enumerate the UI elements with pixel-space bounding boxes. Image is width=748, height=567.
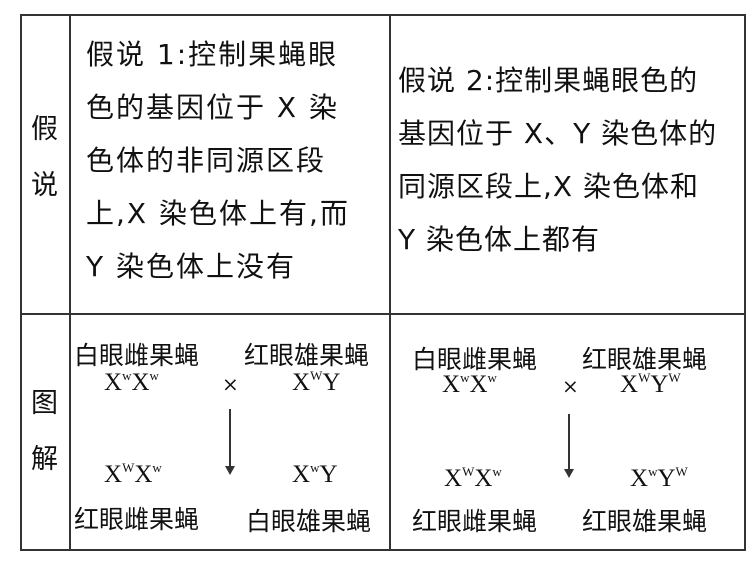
text-line: 色体的非同源区段 bbox=[86, 144, 327, 177]
diagram-1: 白眼雌果蝇 红眼雄果蝇 XwXw × XWY XWXw XwY 红眼雌果蝇 白眼… bbox=[70, 314, 389, 549]
parent-male-genotype: XWY bbox=[292, 368, 341, 396]
down-arrow-icon bbox=[226, 409, 234, 475]
offspring-female-label: 红眼雌果蝇 bbox=[74, 505, 200, 534]
text-line: 同源区段上,X 染色体和 bbox=[398, 170, 699, 203]
border-bottom bbox=[20, 549, 746, 551]
divider-header-col bbox=[69, 14, 71, 550]
border-right bbox=[744, 14, 746, 550]
row-header-char: 图 bbox=[31, 388, 58, 419]
divider-mid-col bbox=[389, 14, 391, 550]
offspring-male-genotype: XwY bbox=[292, 460, 338, 488]
hypothesis-table: 假 说 假说 1:控制果蝇眼 色的基因位于 X 染 色体的非同源区段 上,X 染… bbox=[20, 14, 746, 551]
parent-male-label: 红眼雄果蝇 bbox=[582, 345, 708, 374]
cross-symbol: × bbox=[222, 372, 239, 396]
row-header-diagram: 图 解 bbox=[20, 376, 69, 488]
text-line: 上,X 染色体上有,而 bbox=[86, 197, 350, 230]
row-header-char: 说 bbox=[31, 170, 58, 201]
cross-symbol: × bbox=[562, 374, 579, 398]
text-line: 假说 1:控制果蝇眼 bbox=[86, 38, 339, 71]
parent-female-label: 白眼雌果蝇 bbox=[412, 345, 538, 374]
border-left bbox=[20, 14, 22, 550]
offspring-male-genotype: XwYW bbox=[630, 464, 688, 492]
text-line: 假说 2:控制果蝇眼色的 bbox=[398, 64, 699, 97]
hypothesis-2-text: 假说 2:控制果蝇眼色的 基因位于 X、Y 染色体的 同源区段上,X 染色体和 … bbox=[398, 54, 744, 266]
offspring-female-genotype: XWXw bbox=[444, 464, 502, 492]
row-header-char: 解 bbox=[31, 444, 58, 475]
text-line: Y 染色体上都有 bbox=[398, 223, 601, 256]
offspring-male-label: 白眼雄果蝇 bbox=[246, 507, 372, 536]
offspring-male-label: 红眼雄果蝇 bbox=[582, 507, 708, 536]
row-header-hypothesis: 假 说 bbox=[20, 102, 69, 214]
text-line: 基因位于 X、Y 染色体的 bbox=[398, 117, 718, 150]
divider-row bbox=[20, 313, 746, 315]
text-line: Y 染色体上没有 bbox=[86, 250, 297, 283]
text-line: 色的基因位于 X 染 bbox=[86, 91, 339, 124]
diagram-2: 白眼雌果蝇 红眼雄果蝇 XwXw × XWYW XWXw XwYW 红眼雌果蝇 … bbox=[390, 314, 744, 549]
parent-female-label: 白眼雌果蝇 bbox=[74, 341, 200, 370]
parent-female-genotype: XwXw bbox=[104, 368, 159, 396]
border-top bbox=[20, 14, 746, 16]
parent-male-genotype: XWYW bbox=[620, 370, 681, 398]
offspring-female-genotype: XWXw bbox=[104, 460, 162, 488]
parent-male-label: 红眼雄果蝇 bbox=[244, 341, 370, 370]
parent-female-genotype: XwXw bbox=[442, 370, 497, 398]
row-header-char: 假 bbox=[31, 114, 58, 145]
hypothesis-1-text: 假说 1:控制果蝇眼 色的基因位于 X 染 色体的非同源区段 上,X 染色体上有… bbox=[86, 28, 386, 293]
down-arrow-icon bbox=[565, 414, 573, 478]
offspring-female-label: 红眼雌果蝇 bbox=[412, 507, 538, 536]
